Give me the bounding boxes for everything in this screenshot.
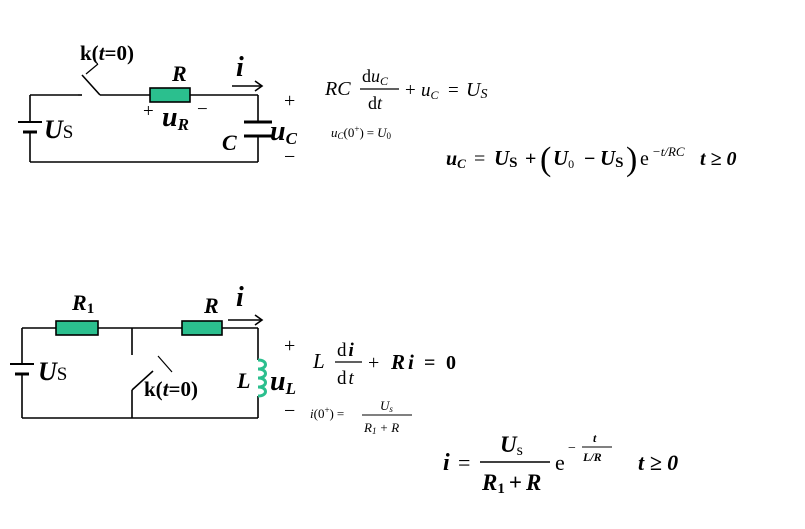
rc-solution-exponent: −t/RC [652, 144, 685, 159]
rc-resistor [149, 87, 191, 103]
rc-uc-minus: − [284, 146, 295, 168]
rl-initial-denominator: R1+R [363, 420, 399, 436]
rl-circuit [10, 314, 267, 419]
rl-switch-label: k(t=0) [144, 377, 198, 401]
rc-ode-plus: + [405, 80, 416, 101]
rc-ode: RC duC dt + uC = US [324, 66, 487, 113]
rc-solution-plus: + [525, 148, 536, 170]
rc-ur-plus: + [143, 101, 154, 122]
rc-ode-numerator: duC [362, 66, 389, 88]
rc-uc-plus: + [284, 90, 295, 112]
rc-current-label: i [236, 52, 244, 83]
rc-ur-minus: − [197, 99, 208, 120]
rl-resistor-r1 [55, 320, 99, 336]
rl-solution-condition: t ≥ 0 [638, 450, 678, 475]
rc-solution-condition: t ≥ 0 [700, 148, 737, 170]
rl-solution-i: i [443, 450, 450, 476]
rc-solution-paren-open: ( [540, 141, 551, 178]
rc-switch-blade [81, 74, 101, 96]
rl-solution-denominator: R1+R [481, 470, 541, 497]
rl-initial-numerator: Us [380, 398, 393, 414]
rl-ode-plus: + [368, 352, 379, 374]
rl-switch-pointer [157, 355, 173, 373]
rl-current-label: i [236, 282, 244, 313]
rl-ode-l: L [312, 349, 325, 373]
rc-capacitor-label: C [222, 130, 237, 155]
rl-ul-plus: + [284, 335, 295, 357]
rl-ul-label: uL [270, 366, 296, 398]
rl-solution-exp-denominator: L/R [582, 450, 602, 464]
rl-solution-exp-minus: − [568, 441, 576, 456]
rc-solution-paren-close: ) [626, 141, 637, 178]
rc-solution-uc: uC [446, 148, 466, 171]
rl-solution-numerator: Us [500, 432, 523, 459]
rc-initial-condition: uC(0+)=U0 [331, 124, 392, 141]
rc-solution-e: e [640, 148, 649, 170]
rl-inductor-label: L [236, 368, 250, 393]
rc-switch-label: k(t=0) [80, 41, 134, 65]
rl-current-arrowhead [254, 314, 264, 326]
rl-solution-e: e [555, 450, 565, 475]
rc-ode-uc: uC [421, 80, 440, 102]
rc-source-label: US [44, 115, 73, 144]
rc-uc-label: uC [270, 116, 298, 148]
rl-solution: i = Us R1+R e − t L/R t ≥ 0 [443, 431, 678, 497]
rc-ode-eq: = [448, 80, 459, 101]
rc-solution-eq: = [474, 148, 485, 170]
rc-solution-minus: − [584, 148, 595, 170]
rc-switch-pointer [85, 63, 99, 75]
rc-circuit [18, 63, 272, 163]
rc-solution-u0: U0 [553, 146, 574, 171]
rl-r1-label: R1 [71, 290, 94, 317]
rl-initial-condition: i(0+)= Us R1+R [310, 398, 412, 436]
rl-switch-blade [131, 370, 154, 391]
rc-initial-text: uC(0+)=U0 [331, 124, 392, 141]
rl-solution-exp-numerator: t [593, 431, 597, 445]
rc-resistor-label: R [171, 61, 187, 86]
rc-ode-rc: RC [324, 78, 351, 100]
rl-inductor-coil [257, 358, 267, 398]
rc-ur-label: uR [162, 102, 189, 134]
rl-resistor-r [181, 320, 223, 336]
rl-ode-eq: = [424, 352, 435, 374]
rc-solution: uC = US + ( U0 − US ) e −t/RC t ≥ 0 [446, 141, 737, 178]
rl-ode-zero: 0 [446, 352, 456, 374]
rc-ode-us: US [466, 79, 487, 102]
rl-ul-minus: − [284, 400, 295, 422]
rl-solution-eq: = [458, 450, 470, 475]
rl-initial-lhs: i(0+)= [310, 405, 344, 421]
rl-r-label: R [203, 293, 219, 318]
rc-solution-us: US [494, 146, 518, 171]
rc-ode-denominator: dt [368, 93, 383, 113]
rc-current-arrowhead [254, 80, 264, 92]
rl-source-label: US [38, 357, 67, 386]
rc-solution-us2: US [600, 146, 624, 171]
